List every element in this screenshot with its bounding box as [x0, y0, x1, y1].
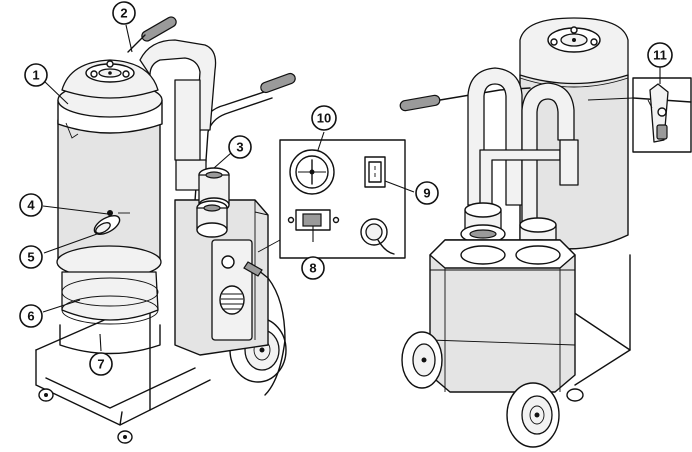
vacuum-gauge [289, 149, 335, 195]
callout-11: 11 [647, 42, 673, 68]
motor-base [429, 239, 576, 393]
control-panel-inset [257, 139, 406, 259]
motor-pipe-lower [196, 200, 228, 238]
svg-text:3: 3 [236, 140, 243, 155]
svg-text:4: 4 [27, 198, 35, 213]
callout-9: 9 [415, 181, 439, 205]
svg-text:2: 2 [120, 6, 127, 21]
cable-gland [360, 218, 395, 255]
clamp-detail-inset [587, 77, 692, 153]
hose-inlet [93, 210, 130, 235]
leader-lines [42, 24, 661, 352]
svg-text:6: 6 [27, 309, 34, 324]
svg-text:8: 8 [309, 261, 316, 276]
caster-rear-right [566, 388, 584, 402]
caster-front-right [117, 430, 133, 444]
svg-text:5: 5 [27, 250, 34, 265]
callout-7: 7 [89, 352, 113, 376]
right-machine [399, 17, 692, 448]
callout-1: 1 [24, 63, 48, 87]
indicator-lamp [364, 156, 386, 188]
tank-lid [57, 59, 163, 134]
svg-text:10: 10 [317, 111, 331, 126]
right-wheel-front [506, 382, 560, 448]
left-machine [35, 16, 296, 444]
tank-cylinder [56, 119, 162, 325]
right-wheel-left [401, 331, 443, 389]
callout-6: 6 [19, 304, 43, 328]
callout-5: 5 [19, 245, 43, 269]
svg-text:1: 1 [32, 68, 39, 83]
caster-front-left [38, 388, 54, 402]
power-switch [287, 209, 340, 231]
callout-2: 2 [112, 1, 136, 25]
callout-4: 4 [19, 193, 43, 217]
svg-text:7: 7 [97, 357, 104, 372]
vent-grille [219, 285, 245, 315]
callout-3: 3 [228, 135, 252, 159]
svg-text:9: 9 [423, 186, 430, 201]
callout-8: 8 [301, 256, 325, 280]
callout-10: 10 [311, 105, 337, 131]
svg-text:11: 11 [653, 48, 667, 63]
